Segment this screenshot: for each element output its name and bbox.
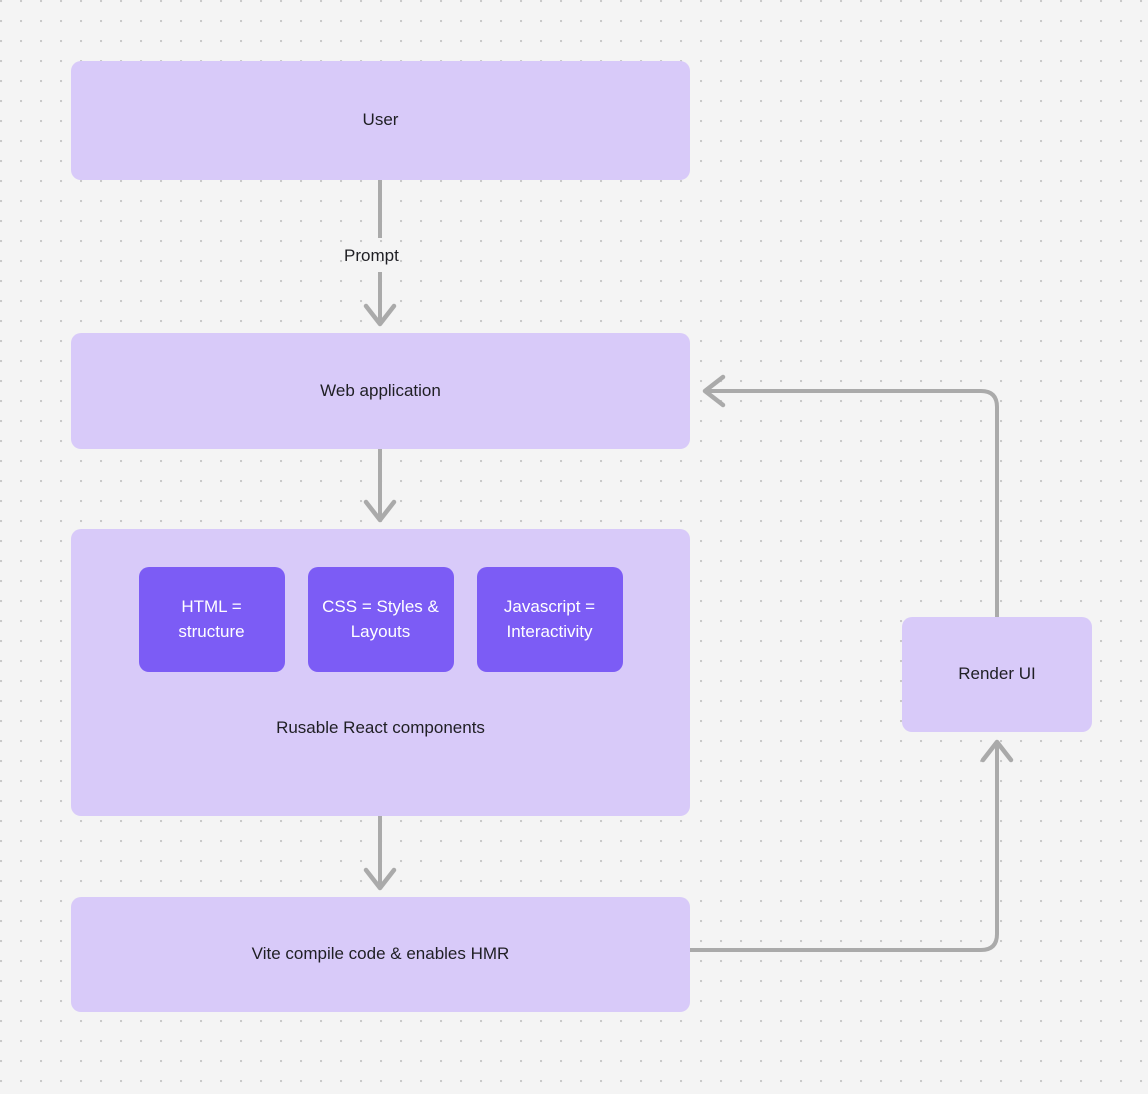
node-components-group[interactable]: HTML = structure CSS = Styles & Layouts …	[71, 529, 690, 816]
chip-html[interactable]: HTML = structure	[138, 567, 285, 672]
arrowhead-down	[363, 867, 397, 891]
edge-vite-to-render	[690, 739, 1014, 952]
arrowhead-down	[363, 303, 397, 327]
edge-webapp-to-components	[363, 449, 397, 523]
chip-row: HTML = structure CSS = Styles & Layouts …	[71, 567, 690, 672]
node-render-ui-label: Render UI	[958, 664, 1036, 684]
edge-label-prompt: Prompt	[344, 246, 399, 265]
chip-css[interactable]: CSS = Styles & Layouts	[307, 567, 454, 672]
components-group-caption: Rusable React components	[276, 718, 485, 737]
arrowhead-up	[980, 739, 1014, 763]
node-web-application[interactable]: Web application	[71, 333, 690, 449]
chip-javascript-label: Javascript = Interactivity	[503, 596, 596, 641]
node-vite[interactable]: Vite compile code & enables HMR	[71, 897, 690, 1012]
edge-segment	[707, 389, 999, 617]
edge-render-to-webapp	[702, 374, 999, 617]
edge-components-to-vite	[363, 816, 397, 891]
node-user[interactable]: User	[71, 61, 690, 180]
chip-html-label: HTML = structure	[178, 596, 245, 641]
node-user-label: User	[362, 110, 399, 130]
node-render-ui[interactable]: Render UI	[902, 617, 1092, 732]
edge-segment	[690, 744, 999, 952]
chip-javascript[interactable]: Javascript = Interactivity	[476, 567, 623, 672]
chip-css-label: CSS = Styles & Layouts	[322, 596, 439, 641]
arrowhead-down	[363, 499, 397, 523]
node-vite-label: Vite compile code & enables HMR	[251, 944, 510, 964]
arrowhead-left	[702, 374, 726, 408]
node-web-application-label: Web application	[320, 380, 441, 400]
